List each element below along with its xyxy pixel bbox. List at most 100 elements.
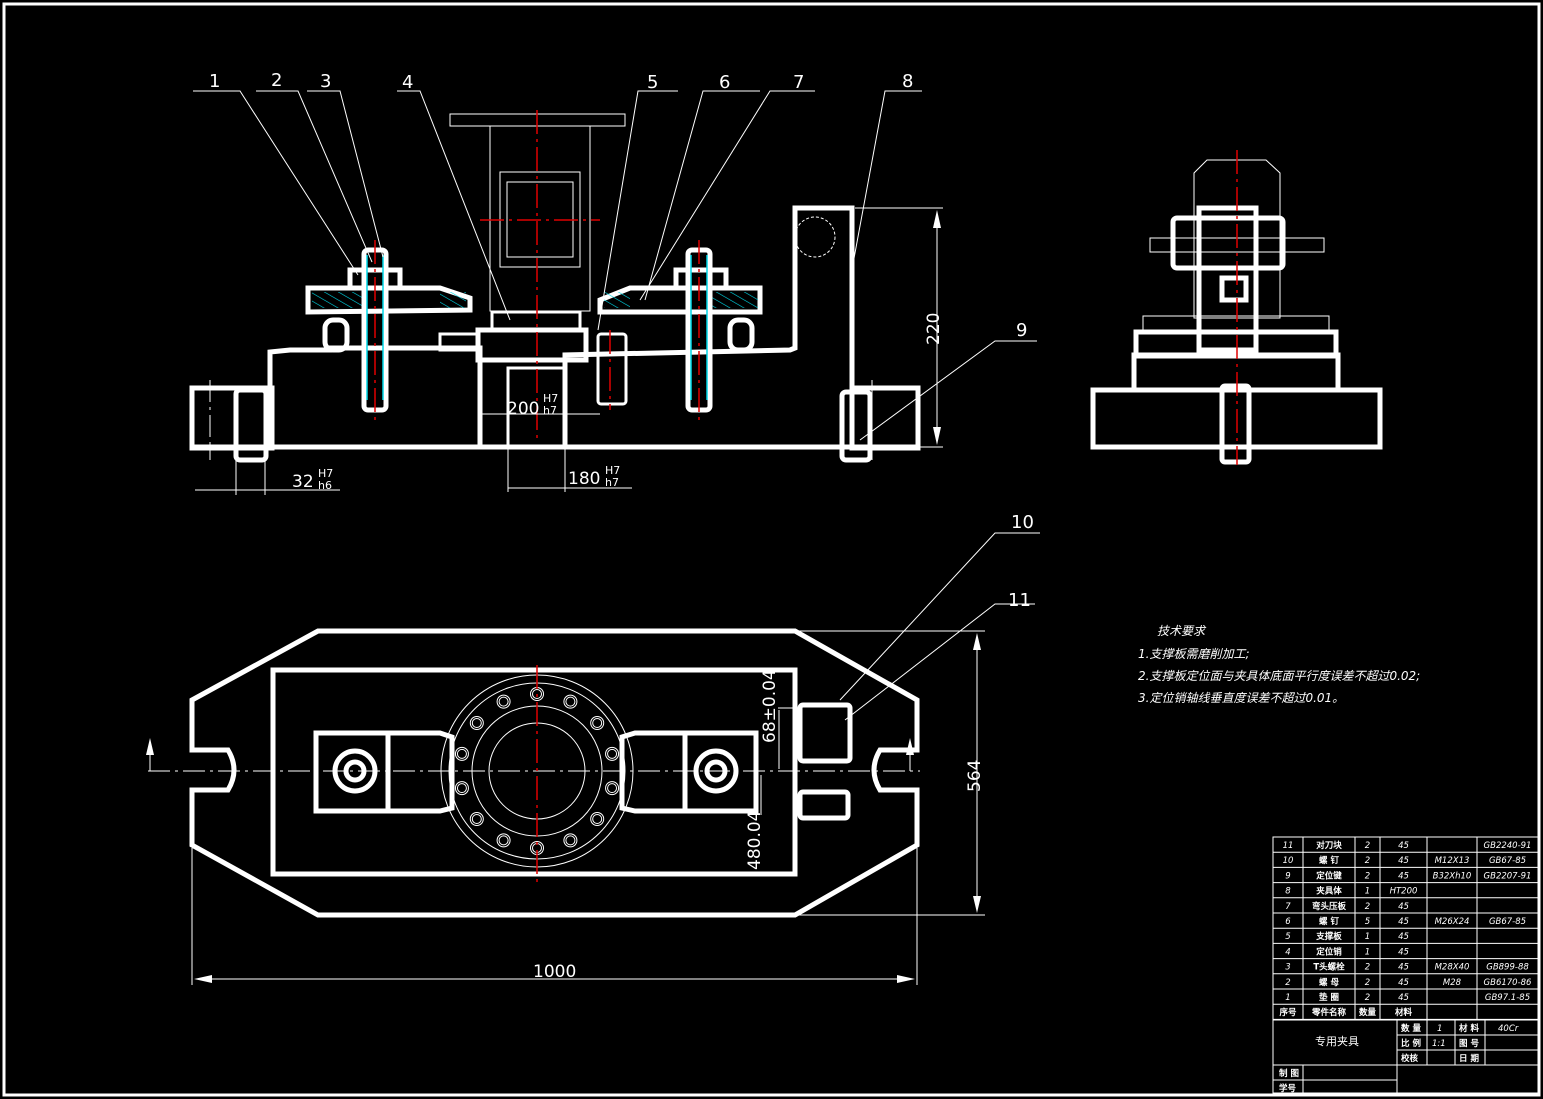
svg-text:制 图: 制 图 bbox=[1279, 1068, 1299, 1079]
bolt-hole bbox=[498, 835, 509, 846]
bolt-hole bbox=[469, 715, 484, 730]
parts-cell-qty: 5 bbox=[1365, 917, 1370, 927]
balloon-6: 6 bbox=[719, 72, 730, 93]
parts-cell-material: 45 bbox=[1398, 978, 1409, 988]
parts-cell-no: 9 bbox=[1285, 871, 1290, 881]
screw bbox=[596, 332, 628, 406]
bolt-hole bbox=[456, 783, 467, 794]
parts-cell-material: 45 bbox=[1398, 993, 1409, 1003]
parts-cell-qty: 2 bbox=[1365, 978, 1370, 988]
clamp-plate-left bbox=[305, 285, 473, 315]
parts-cell-qty: 2 bbox=[1365, 963, 1370, 973]
parts-cell-standard: GB899-88 bbox=[1486, 963, 1529, 973]
parts-cell-material: 45 bbox=[1398, 841, 1409, 851]
dim-68: 68±0.04 bbox=[760, 669, 780, 743]
clamp-top-right bbox=[619, 730, 759, 814]
parts-cell-spec: B32Xh10 bbox=[1433, 871, 1472, 881]
bolt-hole bbox=[607, 748, 618, 759]
parts-cell-no: 7 bbox=[1285, 902, 1291, 912]
title-block: 专用夹具 数 量 1 材 料 40Cr 比 例 1:1 图 号 校核 日 期 制… bbox=[1273, 1019, 1538, 1094]
parts-cell-no: 11 bbox=[1283, 841, 1294, 851]
parts-cell-material: 45 bbox=[1398, 856, 1409, 866]
svg-text:校核: 校核 bbox=[1401, 1053, 1419, 1064]
parts-cell-qty: 2 bbox=[1365, 841, 1370, 851]
parts-cell-material: 45 bbox=[1398, 947, 1409, 957]
parts-cell-no: 2 bbox=[1285, 978, 1290, 988]
parts-cell-standard: GB2240-91 bbox=[1484, 841, 1532, 851]
svg-text:比 例: 比 例 bbox=[1401, 1038, 1421, 1049]
parts-cell-no: 5 bbox=[1285, 932, 1290, 942]
balloon-5: 5 bbox=[647, 72, 658, 93]
tech-req-2: 2.支撑板定位面与夹具体底面平行度误差不超过0.02; bbox=[1138, 669, 1420, 683]
parts-cell-name: 定位键 bbox=[1315, 870, 1342, 881]
dim-180: 180 bbox=[568, 469, 600, 489]
parts-cell-name: 螺 母 bbox=[1319, 977, 1339, 988]
bolt-hole bbox=[454, 746, 469, 761]
parts-cell-material: HT200 bbox=[1390, 887, 1418, 897]
svg-text:1:1: 1:1 bbox=[1432, 1039, 1446, 1049]
parts-cell-standard: GB2207-91 bbox=[1484, 871, 1532, 881]
bolt-hole bbox=[590, 715, 605, 730]
svg-text:h6: h6 bbox=[318, 479, 332, 492]
parts-cell-standard: GB6170-86 bbox=[1484, 978, 1533, 988]
parts-cell-no: 1 bbox=[1285, 993, 1290, 1003]
parts-cell-qty: 2 bbox=[1365, 902, 1370, 912]
bolt-hole bbox=[605, 781, 620, 796]
svg-text:材 料: 材 料 bbox=[1458, 1023, 1479, 1034]
svg-text:图 号: 图 号 bbox=[1459, 1039, 1479, 1049]
parts-cell-qty: 1 bbox=[1365, 932, 1370, 942]
parts-cell-qty: 1 bbox=[1365, 887, 1370, 897]
parts-cell-name: 对刀块 bbox=[1316, 840, 1342, 851]
svg-text:日 期: 日 期 bbox=[1459, 1053, 1479, 1064]
parts-cell-material: 45 bbox=[1398, 871, 1409, 881]
parts-header: 零件名称 bbox=[1311, 1007, 1347, 1018]
parts-cell-spec: M26X24 bbox=[1435, 917, 1470, 927]
bolt-hole bbox=[592, 717, 603, 728]
parts-header: 序号 bbox=[1278, 1007, 1297, 1018]
bolt-hole bbox=[496, 694, 511, 709]
parts-cell-qty: 2 bbox=[1365, 993, 1370, 1003]
bolt-hole bbox=[563, 694, 578, 709]
parts-cell-spec: M12X13 bbox=[1435, 856, 1470, 866]
parts-cell-standard: GB67-85 bbox=[1489, 917, 1526, 927]
parts-cell-qty: 1 bbox=[1365, 947, 1370, 957]
parts-cell-standard: GB97.1-85 bbox=[1485, 993, 1530, 1003]
parts-cell-name: 螺 钉 bbox=[1319, 916, 1339, 927]
balloon-2: 2 bbox=[271, 70, 282, 91]
parts-cell-name: 夹具体 bbox=[1316, 886, 1342, 897]
dim-32: 32 bbox=[292, 472, 314, 492]
svg-text:H7: H7 bbox=[605, 464, 620, 477]
parts-cell-no: 6 bbox=[1285, 917, 1291, 927]
locating-key-right bbox=[839, 389, 873, 463]
parts-header: 数量 bbox=[1359, 1007, 1377, 1018]
bolt-hole bbox=[592, 814, 603, 825]
parts-cell-name: 螺 钉 bbox=[1319, 855, 1339, 866]
balloon-8: 8 bbox=[902, 71, 913, 92]
bolt-hole bbox=[590, 812, 605, 827]
balloon-7: 7 bbox=[793, 72, 804, 93]
parts-cell-no: 10 bbox=[1283, 856, 1294, 866]
parts-cell-material: 45 bbox=[1398, 932, 1409, 942]
parts-cell-name: 定位销 bbox=[1315, 946, 1342, 957]
dim-564: 564 bbox=[965, 760, 985, 792]
parts-cell-spec: M28X40 bbox=[1435, 963, 1470, 973]
bolt-hole bbox=[498, 696, 509, 707]
bolt-hole bbox=[471, 717, 482, 728]
bolt-hole bbox=[565, 696, 576, 707]
bolt-hole bbox=[496, 833, 511, 848]
svg-text:学号: 学号 bbox=[1279, 1083, 1297, 1094]
bolt-hole bbox=[454, 781, 469, 796]
parts-header: 材料 bbox=[1394, 1007, 1413, 1018]
balloon-3: 3 bbox=[320, 71, 331, 92]
svg-text:1: 1 bbox=[1437, 1024, 1442, 1034]
svg-text:h7: h7 bbox=[543, 404, 557, 417]
parts-cell-name: 弯头压板 bbox=[1312, 901, 1347, 912]
clamp-top-left bbox=[313, 730, 455, 814]
dim-1000: 1000 bbox=[533, 962, 576, 982]
front-view bbox=[189, 110, 921, 463]
svg-text:数 量: 数 量 bbox=[1401, 1023, 1421, 1034]
parts-cell-name: T头螺栓 bbox=[1313, 962, 1345, 973]
tool-setting-block bbox=[797, 702, 853, 764]
svg-text:h7: h7 bbox=[605, 476, 619, 489]
